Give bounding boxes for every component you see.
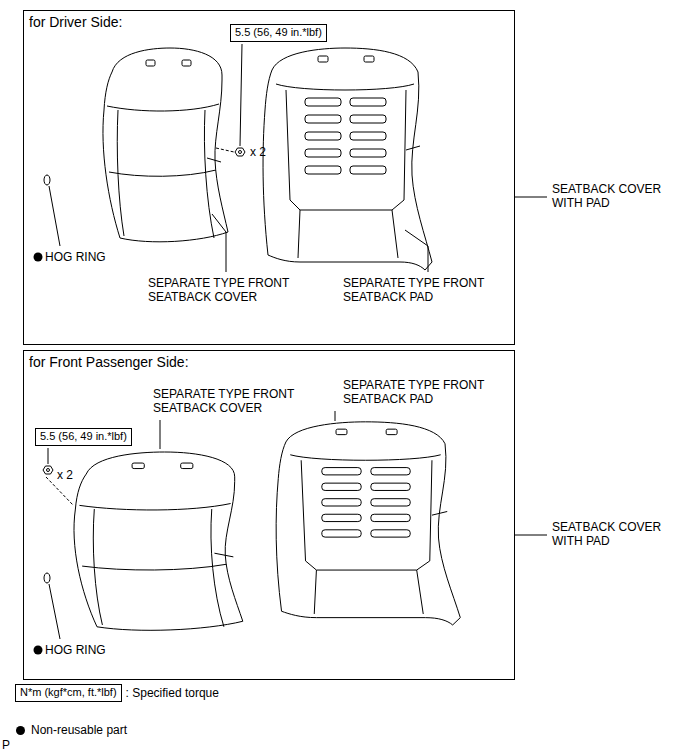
part-name: HOG RING <box>45 250 106 264</box>
label-text: HOG RING <box>45 250 106 264</box>
bracket-line <box>515 197 547 198</box>
leader-line <box>240 44 242 146</box>
nut-hole <box>239 151 242 154</box>
non-reusable-mark <box>34 253 43 262</box>
hog-ring-symbol <box>44 573 50 583</box>
label-text: SEPARATE TYPE FRONT SEATBACK COVER <box>148 276 289 304</box>
panel-heading: for Driver Side: <box>29 14 122 31</box>
quantity-label: x 2 <box>250 145 266 159</box>
seatback-cover-drawing <box>74 452 243 630</box>
hog-ring-symbol <box>44 175 50 185</box>
quantity-label: x 2 <box>57 468 73 482</box>
figure-code: P <box>2 738 10 752</box>
label-text: SEPARATE TYPE FRONT SEATBACK PAD <box>343 276 484 304</box>
seatback-pad-drawing <box>276 422 460 625</box>
legend-dot <box>16 726 25 735</box>
torque-value: 5.5 (56, 49 in.*lbf) <box>40 430 127 444</box>
legend-entry: Non-reusable part <box>16 723 127 737</box>
label-text: x 2 <box>57 468 73 482</box>
seatback-cover-drawing <box>103 48 228 242</box>
part-name: SEPARATE TYPE FRONT SEATBACK COVER <box>153 387 313 416</box>
torque-box: 5.5 (56, 49 in.*lbf) <box>230 24 327 42</box>
torque-box: 5.5 (56, 49 in.*lbf) <box>35 428 132 446</box>
label-text: SEPARATE TYPE FRONT SEATBACK COVER <box>153 387 294 415</box>
label-text: P <box>2 738 10 752</box>
label-text: HOG RING <box>45 643 106 657</box>
part-name: SEPARATE TYPE FRONT SEATBACK PAD <box>343 378 503 407</box>
non-reusable-mark <box>34 646 43 655</box>
assembly-name: SEATBACK COVER WITH PAD <box>552 520 682 549</box>
label-text: : Specified torque <box>126 686 219 700</box>
label-text: SEPARATE TYPE FRONT SEATBACK PAD <box>343 378 484 406</box>
leader-line <box>335 411 336 421</box>
assembly-name: SEATBACK COVER WITH PAD <box>552 182 682 211</box>
torque-value: N*m (kgf*cm, ft.*lbf) <box>20 686 117 700</box>
torque-value: 5.5 (56, 49 in.*lbf) <box>235 26 322 40</box>
panel-heading: for Front Passenger Side: <box>29 354 189 371</box>
label-text: x 2 <box>250 145 266 159</box>
dashed-guide <box>216 148 234 152</box>
side-panel: for Driver Side: 5.5 (56, 49 in.*lbf) <box>23 10 515 345</box>
leader-line <box>160 420 161 449</box>
leader-line <box>49 186 60 246</box>
torque-legend-box: N*m (kgf*cm, ft.*lbf) <box>15 684 122 702</box>
label-text: SEATBACK COVER WITH PAD <box>552 182 661 210</box>
leader-line <box>212 214 226 272</box>
part-name: HOG RING <box>45 643 106 657</box>
seatback-pad-drawing <box>263 48 432 270</box>
part-name: SEPARATE TYPE FRONT SEATBACK COVER <box>148 276 308 305</box>
leader-line <box>48 448 49 464</box>
part-name: SEPARATE TYPE FRONT SEATBACK PAD <box>343 276 503 305</box>
nut-hole <box>47 469 50 472</box>
legend-text: Non-reusable part <box>31 723 127 737</box>
leader-line <box>405 230 428 272</box>
leader-line <box>49 584 60 639</box>
nut-symbol <box>43 466 53 474</box>
nut-symbol <box>235 148 245 156</box>
legend-text: : Specified torque <box>126 686 219 700</box>
bracket-line <box>515 535 547 536</box>
label-text: SEATBACK COVER WITH PAD <box>552 520 661 548</box>
